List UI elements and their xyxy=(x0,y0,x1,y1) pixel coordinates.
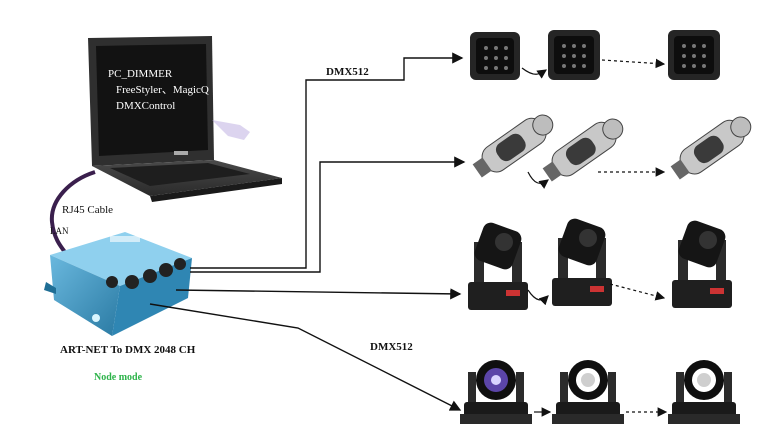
dmx-line-row-2 xyxy=(190,156,466,273)
moving-head-beam-fixture xyxy=(552,360,624,424)
dmx-line-row-1 xyxy=(190,52,464,269)
dmx-line-row-3 xyxy=(175,288,462,300)
daisy-chain-link xyxy=(521,67,547,79)
rj45-cable-label: RJ45 Cable xyxy=(62,204,114,216)
fixture-row-par xyxy=(470,30,720,80)
daisy-chain-link xyxy=(601,58,666,69)
lan-label: LAN xyxy=(50,226,69,236)
node-led xyxy=(92,314,100,322)
node-side xyxy=(112,258,192,336)
daisy-chain-link xyxy=(609,283,666,301)
daisy-chain-link xyxy=(527,289,549,306)
fixture-row-moving-head-spot xyxy=(468,218,732,310)
node-port-3 xyxy=(143,269,157,283)
laptop-logo xyxy=(174,151,188,155)
dmx-connections xyxy=(149,52,466,411)
moving-head-beam-fixture xyxy=(668,360,740,424)
laptop xyxy=(88,36,282,202)
moving-head-spot-fixture xyxy=(552,218,612,306)
daisy-chain-link xyxy=(527,171,549,189)
node-port-1 xyxy=(106,276,118,288)
node-port-2 xyxy=(125,275,139,289)
node-port-4 xyxy=(159,263,173,277)
dmx-line-row-4 xyxy=(149,303,462,411)
scanner-fixture xyxy=(472,114,554,178)
software-label-dmxcontrol: DMXControl xyxy=(116,100,176,112)
laptop-front-edge xyxy=(150,178,282,202)
dmx512-label-bottom: DMX512 xyxy=(370,341,413,353)
art-net-node xyxy=(44,232,192,336)
node-mount-left xyxy=(44,282,56,294)
scanner-fixture xyxy=(670,116,752,180)
dmx512-label-top: DMX512 xyxy=(326,66,369,78)
par-can-fixture xyxy=(668,30,720,80)
laptop-screen xyxy=(96,44,208,156)
rj45-cable xyxy=(49,170,96,258)
node-front xyxy=(50,255,120,336)
moving-head-spot-fixture xyxy=(468,222,528,310)
software-label-freestyler-magicq: FreeStyler、MagicQ xyxy=(116,84,209,96)
moving-head-beam-fixture xyxy=(460,360,532,424)
node-port-5 xyxy=(174,258,186,270)
par-can-fixture xyxy=(470,32,520,80)
node-top xyxy=(50,232,192,286)
node-mode-label: Node mode xyxy=(94,372,143,383)
node-logo xyxy=(110,236,140,242)
screen-glow xyxy=(212,120,250,140)
software-label-pc-dimmer: PC_DIMMER xyxy=(108,68,173,80)
scanner-fixture xyxy=(542,118,624,182)
fixture-row-scanner xyxy=(472,114,752,189)
laptop-keyboard xyxy=(110,163,250,186)
moving-head-spot-fixture xyxy=(672,220,732,308)
node-title: ART-NET To DMX 2048 CH xyxy=(60,344,196,356)
par-can-fixture xyxy=(548,30,600,80)
fixture-row-moving-head-beam xyxy=(460,360,740,424)
